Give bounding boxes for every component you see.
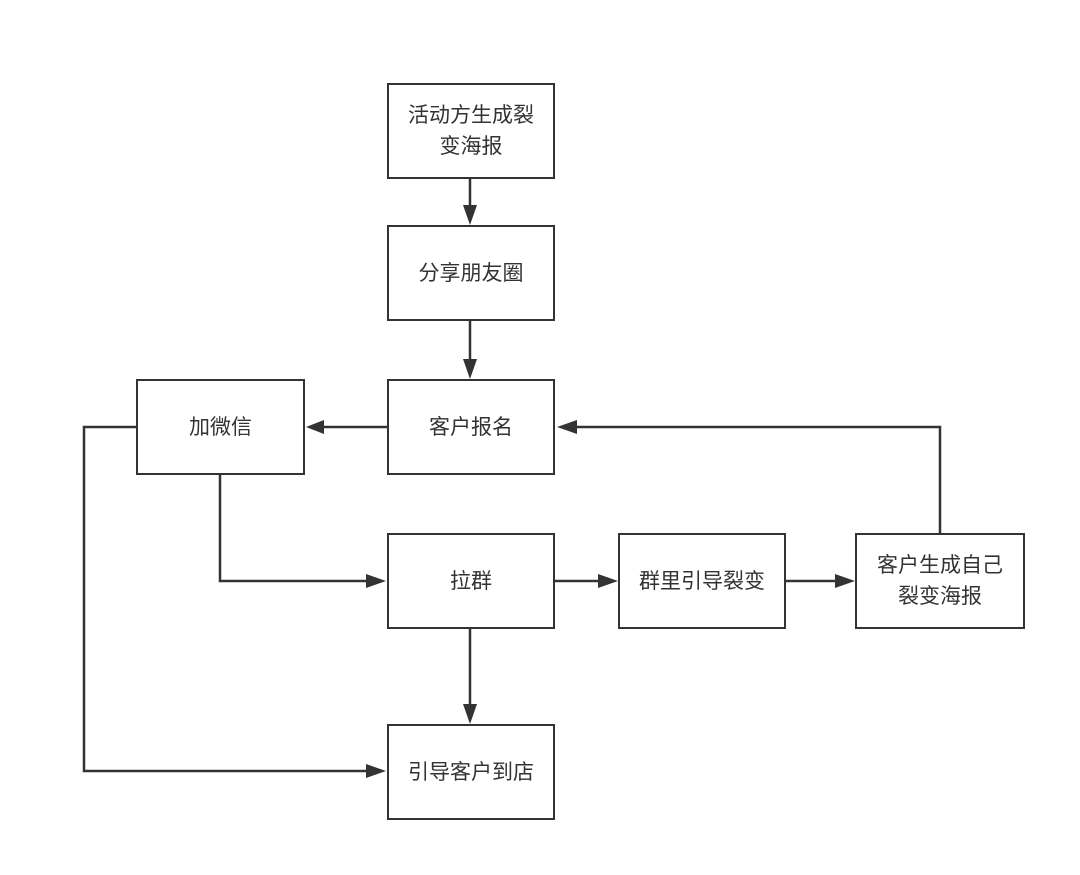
node-fission-label: 群里引导裂变 xyxy=(639,568,765,593)
node-own-poster: 客户生成自己裂变海报 xyxy=(855,533,1025,629)
node-signup-label: 客户报名 xyxy=(429,414,513,439)
edge-wechat-to-group xyxy=(218,474,386,588)
node-wechat-label: 加微信 xyxy=(189,414,252,439)
node-signup: 客户报名 xyxy=(387,379,555,475)
edge-poster-to-share xyxy=(463,178,477,225)
edge-share-to-signup xyxy=(463,319,477,379)
node-group-label: 拉群 xyxy=(450,568,492,593)
node-poster: 活动方生成裂变海报 xyxy=(387,83,555,179)
node-fission: 群里引导裂变 xyxy=(618,533,786,629)
node-share-label: 分享朋友圈 xyxy=(418,260,524,285)
edge-group-to-fission xyxy=(555,574,618,588)
node-wechat: 加微信 xyxy=(136,379,305,475)
edge-wechat-to-store xyxy=(82,425,386,778)
node-poster-label: 活动方生成裂变海报 xyxy=(408,103,534,158)
edge-fission-to-own-poster xyxy=(786,574,855,588)
node-store: 引导客户到店 xyxy=(387,724,555,820)
edge-group-to-store xyxy=(463,628,477,724)
node-share: 分享朋友圈 xyxy=(387,225,555,321)
edge-own-poster-to-signup xyxy=(557,420,942,534)
edge-signup-to-wechat xyxy=(306,420,387,434)
node-own-poster-label: 客户生成自己裂变海报 xyxy=(877,553,1003,608)
node-group: 拉群 xyxy=(387,533,555,629)
node-store-label: 引导客户到店 xyxy=(408,759,534,784)
